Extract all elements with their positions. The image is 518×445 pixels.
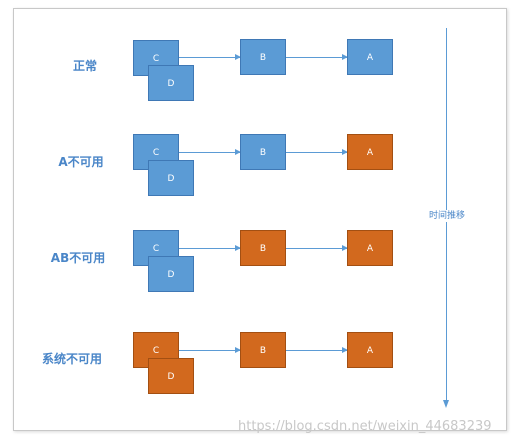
row-label-normal: 正常 [72,59,97,73]
arrow-b-to-a [286,245,348,251]
node-a: A [347,39,393,75]
node-d: D [148,160,194,196]
node-d: D [148,358,194,394]
node-a: A [347,230,393,266]
row-label-ab-unavailable: AB不可用 [50,251,106,265]
node-d: D [148,256,194,292]
node-a: A [347,134,393,170]
node-b: B [240,230,286,266]
arrow-c-to-b [179,245,241,251]
watermark: https://blog.csdn.net/weixin_44683239 [238,419,492,434]
row-label-system-unavailable: 系统不可用 [41,352,102,366]
node-b: B [240,134,286,170]
arrow-b-to-a [286,54,348,60]
arrow-c-to-b [179,347,241,353]
timeline-label: 时间推移 [420,210,474,222]
node-d: D [148,65,194,101]
node-b: B [240,39,286,75]
node-b: B [240,332,286,368]
arrow-b-to-a [286,347,348,353]
arrow-c-to-b [179,54,241,60]
row-label-a-unavailable: A不可用 [58,155,104,169]
arrow-b-to-a [286,149,348,155]
arrow-c-to-b [179,149,241,155]
node-a: A [347,332,393,368]
